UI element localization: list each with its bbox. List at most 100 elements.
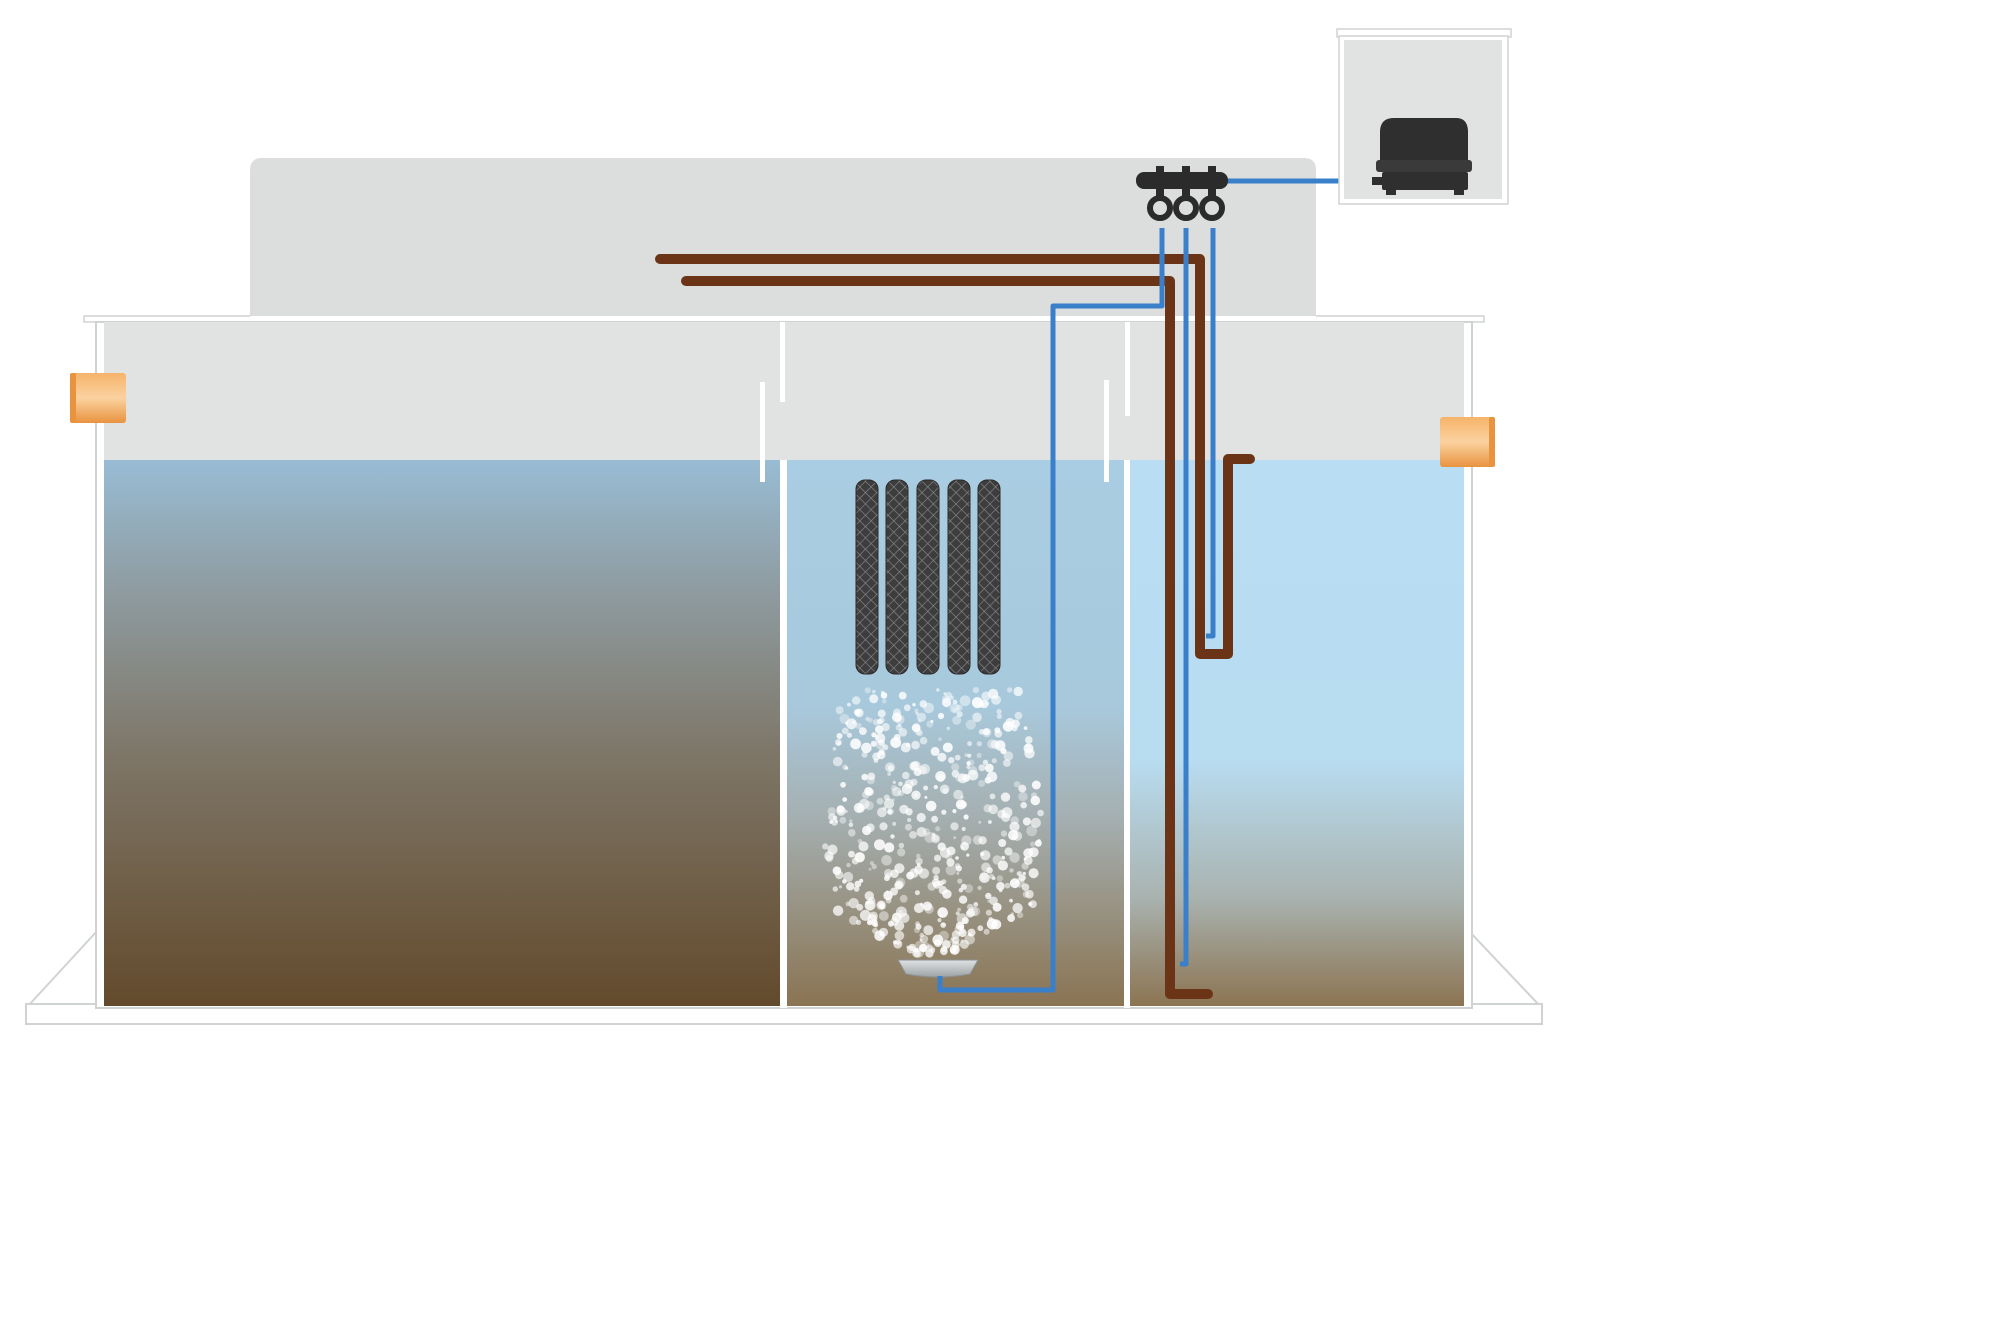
air-bubble [1007,914,1015,922]
air-bubble [1008,830,1019,841]
air-bubble [933,874,939,881]
air-bubble [890,869,899,878]
air-bubble [990,739,1000,749]
air-bubble [968,906,978,917]
air-bubble [1017,912,1024,919]
air-bubble [854,709,861,716]
air-bubble [906,871,915,880]
air-bubble [1004,847,1013,856]
air-bubble [879,822,888,831]
air-bubble [979,872,990,883]
air-bubble [1003,759,1011,767]
air-bubble [949,695,955,701]
air-bubble [945,864,957,876]
air-bubble [930,946,936,952]
air-bubble [919,932,925,938]
air-bubble [952,936,960,945]
air-bubble [910,760,921,771]
air-bubble [985,909,993,916]
air-bubble [976,741,983,747]
air-bubble [956,711,963,718]
diagram-canvas [25,28,1543,1025]
air-bubble [982,727,992,738]
air-bubble [1003,751,1014,761]
air-line-airlift-1 [1180,228,1189,967]
air-bubble [832,756,843,767]
air-bubble [1010,912,1015,916]
air-bubble [951,930,961,939]
air-bubble [835,706,844,715]
air-line-diffuser [937,228,1165,993]
air-bubble [894,881,903,890]
media-block [947,479,971,675]
air-bubble [989,896,998,906]
air-bubble [964,884,974,893]
air-bubble [933,785,938,790]
air-bubble [836,741,841,746]
air-bubble [844,766,849,770]
air-bubble [834,819,838,823]
air-bubble [885,762,895,773]
air-bubble [902,771,910,780]
air-bubble [981,691,991,701]
air-bubble [978,836,987,845]
air-bubble [848,850,855,858]
air-bubble [894,930,905,941]
air-bubble [1012,903,1023,914]
air-bubble [984,763,994,773]
air-bubble [1009,878,1020,889]
air-bubble [919,700,928,708]
air-bubble [1018,874,1026,882]
air-bubble [986,867,993,874]
air-bubble [865,716,870,722]
air-bubble [932,934,944,946]
sludge-return-pipe-lower [681,276,1213,999]
air-bubble [955,911,960,916]
air-bubble [998,888,1003,893]
air-bubble [916,712,927,722]
air-bubble [870,919,878,927]
air-bubble [859,727,867,735]
air-bubble [897,723,902,728]
air-bubble [892,798,895,802]
media-block [916,479,940,675]
air-bubble [842,879,847,884]
air-bubble [942,889,952,899]
air-bubble [967,769,979,781]
air-bubble [883,794,890,801]
air-bubble [992,855,1002,865]
air-bubble [869,911,878,921]
air-bubble [919,938,923,942]
air-bubble [848,898,859,909]
air-bubble [898,691,907,700]
air-bubble [977,885,982,891]
air-bubble [1031,792,1037,799]
air-bubble [978,820,982,824]
air-bubble [875,733,886,744]
air-bubble [1009,868,1014,873]
air-bubble [976,752,982,759]
air-bubble [896,941,900,945]
sludge-return-pipe-upper [655,254,1255,659]
air-bubble [919,943,928,953]
air-bubble [941,879,947,885]
air-bubble [914,728,922,736]
air-bubble [973,902,979,907]
air-bubble [955,773,965,782]
air-bubble [943,692,947,696]
air-bubble [883,798,895,809]
air-bubble [864,687,871,694]
air-bubble [945,691,953,699]
air-bubble [914,708,919,713]
air-bubble [938,737,942,741]
air-bubble [1025,889,1034,899]
air-bubble [930,746,940,756]
air-bubble [832,747,837,751]
air-bubble [825,854,834,863]
air-bubble [832,815,838,821]
air-bubble [1029,900,1037,908]
air-bubble [972,687,980,694]
air-bubble [832,886,838,892]
air-bubble [1029,841,1036,847]
air-bubble [946,846,956,856]
